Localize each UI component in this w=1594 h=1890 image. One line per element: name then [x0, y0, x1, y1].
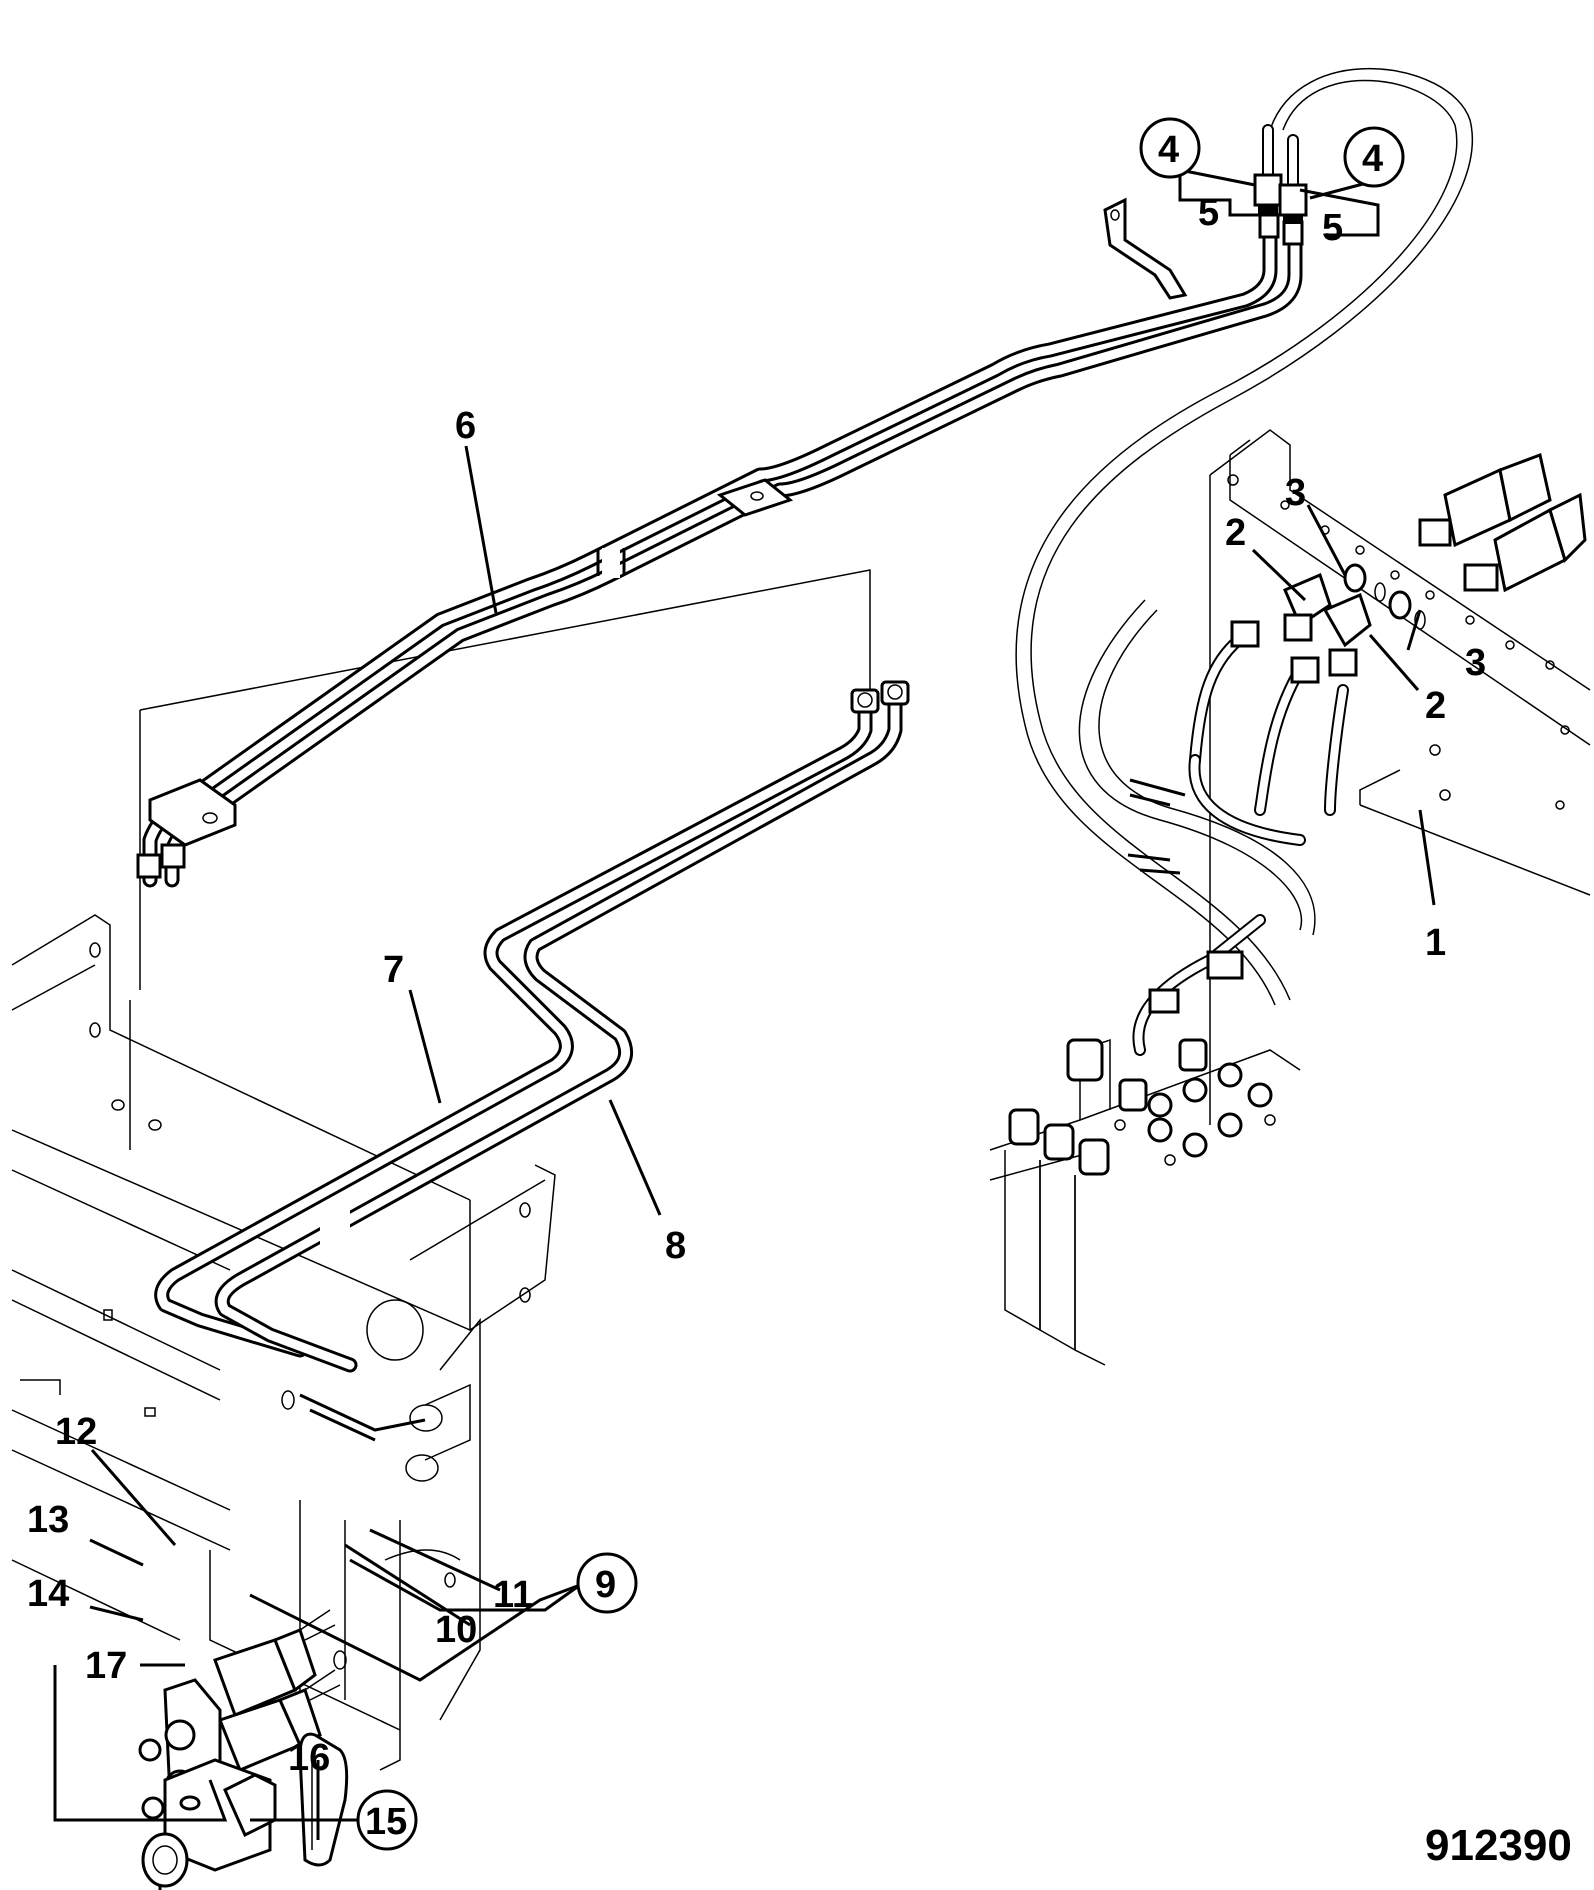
callout-9: 9 — [595, 1564, 616, 1606]
callout-6: 6 — [455, 405, 476, 447]
callout-4-right: 4 — [1362, 138, 1383, 180]
callout-5-left: 5 — [1198, 192, 1219, 234]
callout-11: 11 — [493, 1574, 533, 1616]
leader-lines — [53, 168, 1436, 1840]
callout-labels: 1 2 2 3 3 4 4 5 5 6 7 8 9 10 11 12 13 14… — [27, 129, 1486, 1843]
callout-3-lower: 3 — [1465, 642, 1486, 684]
callout-17: 17 — [85, 1645, 127, 1687]
callout-10: 10 — [435, 1609, 477, 1651]
control-valve-bank — [989, 914, 1301, 1366]
callout-circles — [356, 117, 1405, 1851]
right-adapters-and-hoses — [1127, 452, 1587, 875]
callout-15: 15 — [365, 1801, 407, 1843]
upper-hose-fittings — [1253, 124, 1308, 224]
left-couplers-and-manifold — [138, 1609, 349, 1890]
callout-13: 13 — [27, 1499, 69, 1541]
callout-7: 7 — [383, 949, 404, 991]
callout-3-upper: 3 — [1285, 472, 1306, 514]
drawing-number: 912390 — [1425, 1821, 1572, 1870]
callout-12: 12 — [55, 1411, 97, 1453]
pipe-6 — [136, 197, 1304, 888]
callout-4-left: 4 — [1158, 129, 1179, 171]
callout-14: 14 — [27, 1573, 69, 1615]
callout-16: 16 — [288, 1737, 330, 1779]
callout-2-lower: 2 — [1425, 685, 1446, 727]
callout-1: 1 — [1425, 922, 1446, 964]
callout-5-right: 5 — [1322, 207, 1343, 249]
loop-hose — [1015, 68, 1474, 1006]
callout-2-upper: 2 — [1225, 512, 1246, 554]
callout-8: 8 — [665, 1225, 686, 1267]
pipe-7-and-8 — [154, 680, 910, 1442]
